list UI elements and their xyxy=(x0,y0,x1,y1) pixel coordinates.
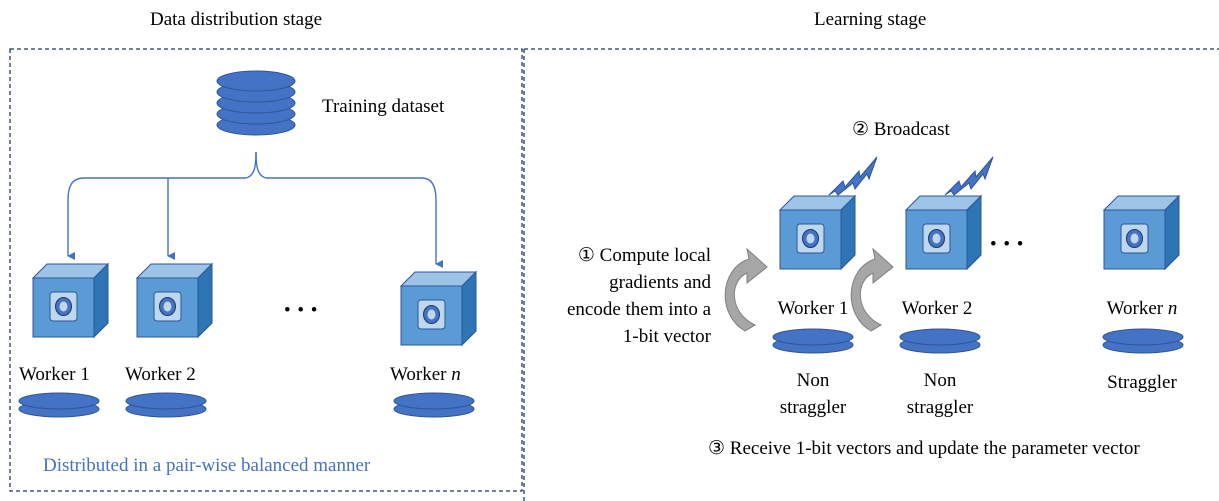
left-worker-2-disk-icon xyxy=(125,392,207,418)
right-worker-1-status: Non straggler xyxy=(779,370,847,418)
right-worker-2-disk-icon xyxy=(899,328,981,354)
distribution-footer: Distributed in a pair-wise balanced mann… xyxy=(43,455,371,476)
left-stage-title: Data distribution stage xyxy=(150,9,323,30)
left-worker-1-label: Worker 1 xyxy=(19,364,90,385)
dataset-stack-icon xyxy=(216,70,296,136)
right-worker-2-status: Non straggler xyxy=(906,370,974,418)
left-ellipsis: • • • xyxy=(284,300,319,321)
left-worker-n-label: Worker n xyxy=(390,364,461,385)
right-worker-n-disk-icon xyxy=(1102,328,1184,354)
left-worker-1-icon xyxy=(32,263,109,338)
training-dataset-label: Training dataset xyxy=(322,96,445,117)
left-worker-2-label: Worker 2 xyxy=(125,364,196,385)
left-stage-box xyxy=(9,48,523,492)
right-worker-1-disk-icon xyxy=(772,328,854,354)
right-worker-n-icon xyxy=(1103,195,1180,270)
right-worker-1-label: Worker 1 xyxy=(777,298,849,319)
right-worker-1-icon xyxy=(779,195,856,270)
right-worker-n-status: Straggler xyxy=(1107,372,1177,393)
right-worker-2-icon xyxy=(905,195,982,270)
step3-receive-label: ③ Receive 1-bit vectors and update the p… xyxy=(708,438,1140,459)
right-stage-title: Learning stage xyxy=(814,9,927,30)
right-worker-n-label: Worker n xyxy=(1106,298,1178,319)
broadcast-lightning-1-icon xyxy=(828,156,878,196)
step2-broadcast-label: ② Broadcast xyxy=(852,119,950,140)
right-worker-2-label: Worker 2 xyxy=(901,298,973,319)
left-worker-n-icon xyxy=(400,271,477,346)
left-worker-2-icon xyxy=(136,263,213,338)
left-worker-1-disk-icon xyxy=(18,392,100,418)
step1-compute-label: ① Compute local gradients and encode the… xyxy=(566,245,711,347)
broadcast-lightning-2-icon xyxy=(944,156,994,196)
distribution-arrows xyxy=(67,151,443,268)
left-worker-n-disk-icon xyxy=(393,392,475,418)
right-ellipsis: • • • xyxy=(990,234,1025,255)
